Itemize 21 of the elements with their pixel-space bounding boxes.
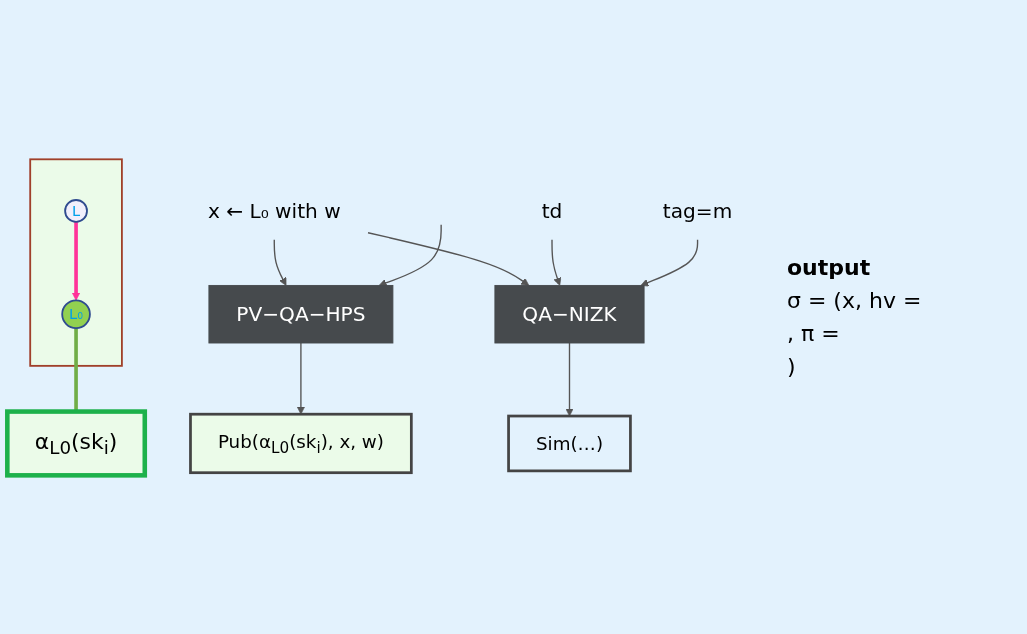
node-circle: L bbox=[64, 198, 88, 223]
arrow bbox=[367, 231, 530, 286]
arrow bbox=[378, 223, 442, 287]
node-text: td bbox=[541, 199, 563, 223]
formula-text: , π = bbox=[787, 321, 841, 346]
output-heading: output bbox=[787, 255, 872, 280]
arrow bbox=[551, 238, 562, 286]
arrow bbox=[72, 221, 81, 301]
node-text: x ← L₀ with w bbox=[207, 199, 341, 223]
node-box: PV−QA−HPS bbox=[208, 284, 394, 344]
node-box: Sim(…) bbox=[507, 414, 632, 472]
node-box: Pub(α$_{L0}$(sk$_{i}$), x, w) bbox=[189, 412, 413, 474]
node-text: tag=m bbox=[662, 199, 733, 223]
arrow bbox=[273, 238, 287, 286]
node-box: α$_{L0}$(sk$_{i}$) bbox=[5, 408, 148, 478]
node-box: QA−NIZK bbox=[494, 284, 645, 344]
arrow bbox=[640, 238, 699, 287]
node-circle: L₀ bbox=[61, 299, 91, 329]
cluster bbox=[29, 158, 123, 367]
formula-text: σ = (x, hv = bbox=[787, 288, 923, 313]
formula-text: ) bbox=[787, 354, 797, 379]
